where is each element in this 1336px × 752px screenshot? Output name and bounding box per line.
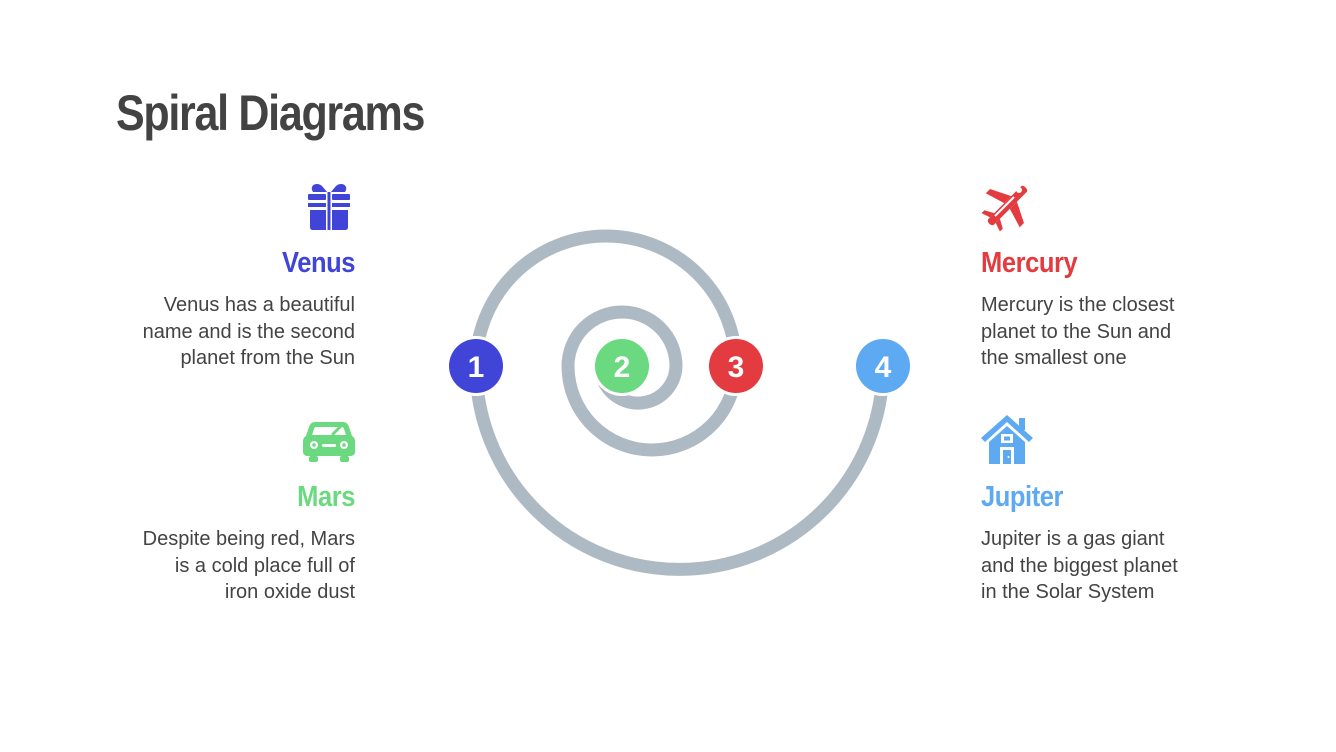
spiral-node-4[interactable]: 4	[853, 336, 913, 396]
mercury-block: Mercury Mercury is the closest planet to…	[981, 180, 1241, 372]
spiral-path	[469, 229, 890, 576]
mercury-title: Mercury	[981, 247, 1078, 279]
jupiter-description: Jupiter is a gas giant and the biggest p…	[981, 526, 1241, 606]
mars-description-line: is a cold place full of	[174, 554, 355, 577]
mercury-description-line: Mercury is the closest	[981, 294, 1175, 316]
spiral-node-label: 3	[728, 351, 745, 384]
car-icon	[303, 414, 355, 466]
jupiter-block: Jupiter Jupiter is a gas giant and the b…	[981, 414, 1241, 606]
mercury-description: Mercury is the closest planet to the Sun…	[981, 292, 1241, 372]
jupiter-description-line: Jupiter is a gas giant	[981, 528, 1165, 550]
venus-block: Venus Venus has a beautiful name and is …	[95, 180, 355, 372]
spiral-node-3[interactable]: 3	[706, 336, 766, 396]
venus-description-line: name and is the second	[142, 320, 355, 343]
mercury-description-line: the smallest one	[981, 347, 1127, 369]
jupiter-description-line: and the biggest planet	[981, 554, 1178, 577]
spiral-node-1[interactable]: 1	[446, 336, 506, 396]
jupiter-title: Jupiter	[981, 481, 1064, 513]
mercury-description-line: planet to the Sun and	[981, 320, 1172, 343]
venus-description: Venus has a beautiful name and is the se…	[95, 292, 355, 372]
slide-title: Spiral Diagrams	[116, 85, 425, 141]
venus-description-line: Venus has a beautiful	[163, 294, 355, 316]
venus-title: Venus	[282, 247, 355, 279]
mars-title: Mars	[297, 481, 355, 513]
spiral-node-label: 1	[468, 351, 485, 384]
gift-icon	[303, 180, 355, 232]
airplane-icon	[981, 180, 1033, 232]
house-icon	[981, 414, 1033, 466]
mars-description-line: Despite being red, Mars	[142, 528, 355, 550]
spiral-node-label: 4	[875, 351, 892, 384]
mars-description: Despite being red, Mars is a cold place …	[95, 526, 355, 606]
venus-description-line: planet from the Sun	[180, 347, 355, 369]
spiral-node-label: 2	[614, 351, 631, 384]
jupiter-description-line: in the Solar System	[981, 581, 1155, 603]
mars-block: Mars Despite being red, Mars is a cold p…	[95, 414, 355, 606]
spiral-node-2[interactable]: 2	[592, 336, 652, 396]
mars-description-line: iron oxide dust	[224, 581, 355, 603]
